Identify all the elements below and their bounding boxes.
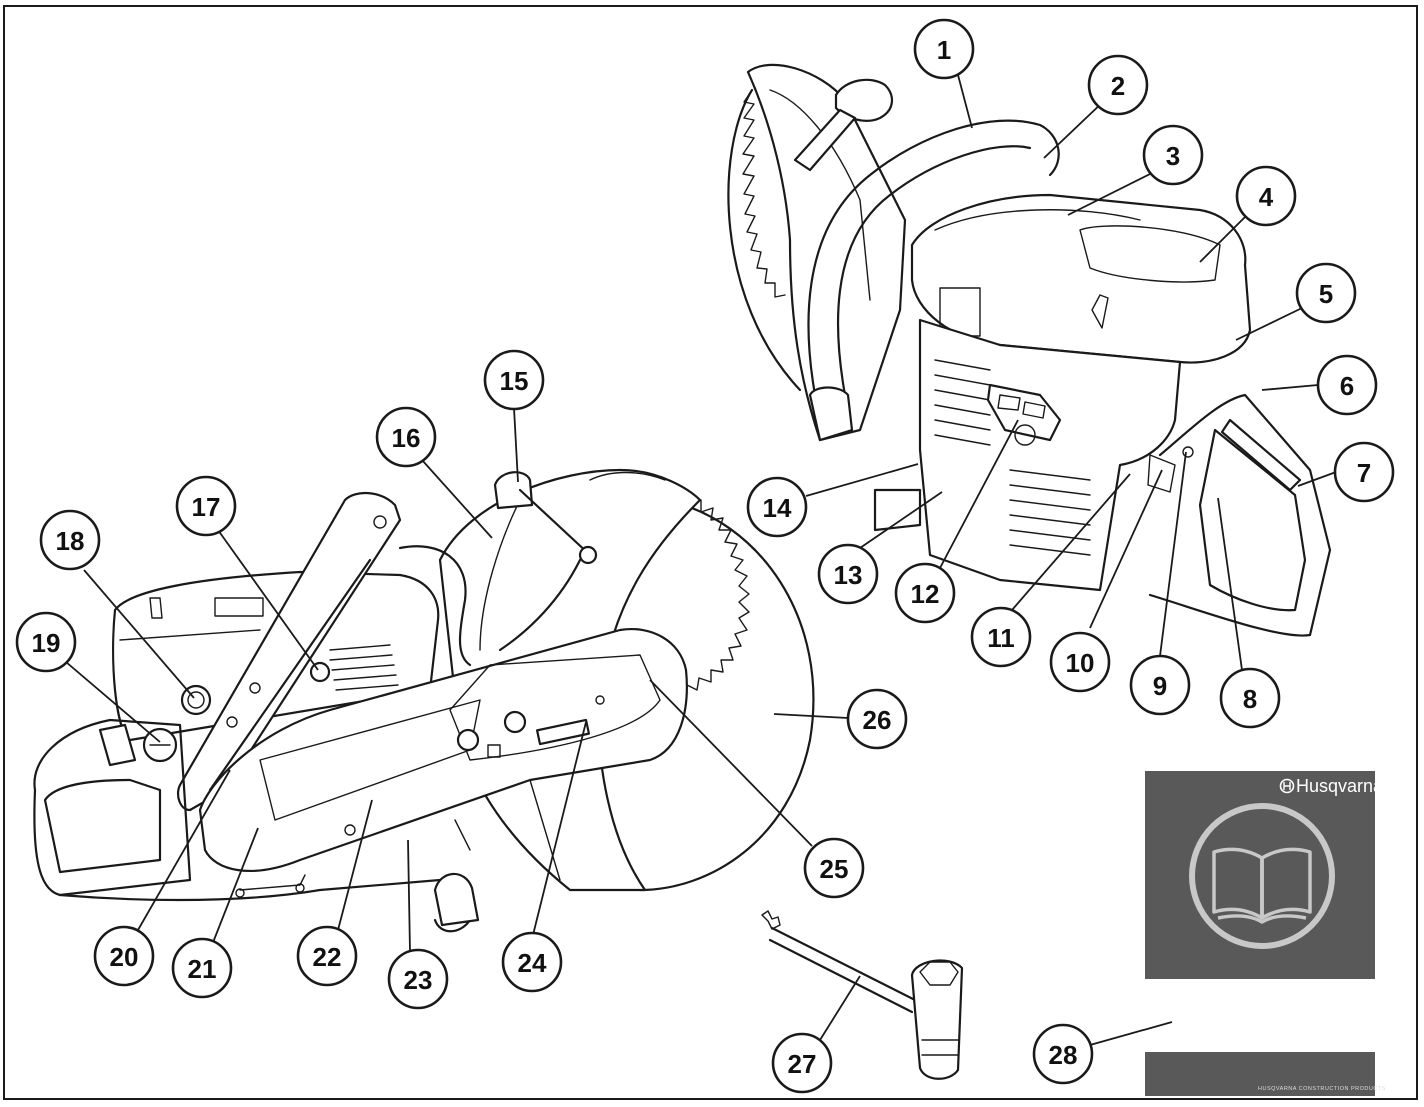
callout-17: 17 [175, 475, 237, 537]
callout-number: 22 [313, 942, 342, 972]
callout-10: 10 [1049, 631, 1111, 693]
callout-27: 27 [771, 1032, 833, 1094]
callout-14: 14 [746, 476, 808, 538]
leader-lines [65, 74, 1337, 1046]
callout-number: 8 [1243, 684, 1257, 714]
blade-rear [727, 88, 802, 392]
manual-footer-text: HUSQVARNA CONSTRUCTION PRODUCTS [1258, 1086, 1386, 1092]
callout-number: 18 [56, 526, 85, 556]
callout-8: 8 [1219, 667, 1281, 729]
cutting-arm [198, 627, 688, 872]
callout-28: 28 [1032, 1023, 1094, 1085]
callout-15: 15 [483, 349, 545, 411]
callout-16: 16 [375, 406, 437, 468]
power-cutter-rear-view [727, 63, 1332, 637]
callout-24: 24 [501, 931, 563, 993]
callout-number: 16 [392, 423, 421, 453]
manual-emblem-ring [1189, 803, 1335, 949]
callout-25: 25 [803, 837, 865, 899]
callout-number: 4 [1259, 182, 1274, 212]
callout-number: 25 [820, 854, 849, 884]
callout-number: 28 [1049, 1040, 1078, 1070]
callout-12: 12 [894, 562, 956, 624]
rear-handle-rear [1148, 393, 1332, 637]
callout-number: 24 [518, 948, 547, 978]
callout-21: 21 [171, 937, 233, 999]
callout-number: 14 [763, 493, 792, 523]
callout-23: 23 [387, 948, 449, 1010]
callout-6: 6 [1316, 354, 1378, 416]
callout-number: 11 [987, 623, 1015, 653]
callout-number: 1 [937, 35, 951, 65]
open-book-icon [1212, 847, 1312, 924]
callout-3: 3 [1142, 124, 1204, 186]
callout-number: 7 [1357, 458, 1371, 488]
callout-22: 22 [296, 925, 358, 987]
callout-number: 19 [32, 628, 61, 658]
brand-logo-icon [1279, 778, 1295, 794]
callout-number: 13 [834, 560, 863, 590]
callout-2: 2 [1087, 54, 1149, 116]
callout-20: 20 [93, 925, 155, 987]
callout-number: 2 [1111, 71, 1125, 101]
manual-brand-text: Husqvarna [1296, 776, 1384, 796]
combination-spanner [761, 910, 964, 1080]
manual-spine [1145, 1052, 1375, 1096]
callout-number: 5 [1319, 279, 1333, 309]
callout-number: 12 [911, 579, 940, 609]
callout-number: 26 [863, 705, 892, 735]
callout-number: 3 [1166, 141, 1180, 171]
callout-number: 20 [110, 942, 139, 972]
callout-7: 7 [1333, 441, 1395, 503]
callout-number: 17 [192, 492, 221, 522]
callout-number: 6 [1340, 371, 1354, 401]
power-cutter-side-view [33, 468, 815, 933]
callout-number: 23 [404, 965, 433, 995]
callout-number: 21 [188, 954, 217, 984]
diagram-frame [3, 5, 1418, 1100]
callout-number: 27 [788, 1049, 817, 1079]
callout-9: 9 [1129, 654, 1191, 716]
callout-19: 19 [15, 611, 77, 673]
callout-13: 13 [817, 543, 879, 605]
callout-18: 18 [39, 509, 101, 571]
callout-number: 9 [1153, 671, 1167, 701]
callout-number: 15 [500, 366, 529, 396]
cutting-blade [638, 498, 815, 892]
callout-number: 10 [1066, 648, 1095, 678]
operators-manual: Husqvarna HUSQVARNA CONSTRUCTION PRODUCT… [1145, 771, 1386, 1096]
callout-1: 1 [913, 18, 975, 80]
callout-5: 5 [1295, 262, 1357, 324]
rear-handle [33, 718, 192, 897]
callout-4: 4 [1235, 165, 1297, 227]
callout-11: 11 [970, 606, 1032, 668]
callout-26: 26 [846, 688, 908, 750]
front-handle-rear [807, 119, 1060, 422]
